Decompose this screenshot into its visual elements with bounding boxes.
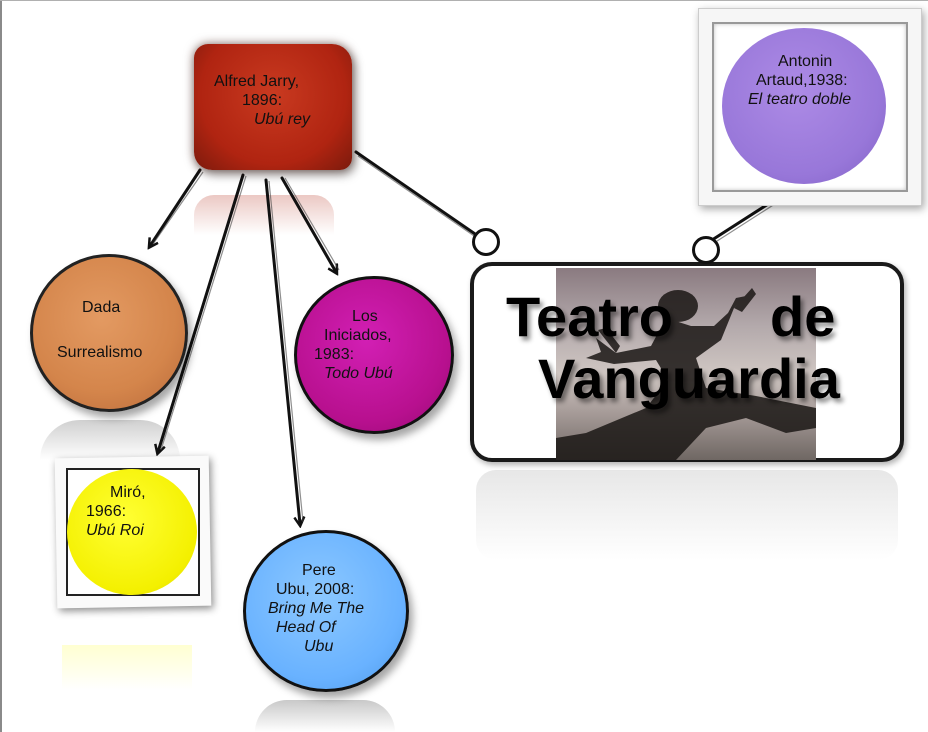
- jarry-line-1: Alfred Jarry,: [214, 73, 300, 90]
- pere-line-2: Ubu, 2008:: [276, 581, 355, 598]
- iniciados-label: Los Iniciados, 1983: Todo Ubú: [314, 307, 393, 383]
- jarry-reflection: [194, 195, 334, 235]
- dada-reflection: [40, 420, 180, 460]
- iniciados-line-italic: Todo Ubú: [324, 365, 393, 382]
- pere-italic-3: Ubu: [304, 638, 334, 655]
- pere-italic-1: Bring Me The: [268, 600, 365, 617]
- ring-connector-icon[interactable]: [472, 228, 500, 256]
- node-miro[interactable]: [67, 469, 197, 595]
- main-title-word-1: Teatro: [506, 285, 673, 348]
- artaud-line-1: Antonin: [778, 53, 833, 70]
- pere-line-1: Pere: [302, 562, 336, 579]
- dada-label: Dada: [82, 299, 121, 316]
- miro-reflection: [62, 645, 192, 690]
- node-dada-surrealismo[interactable]: [30, 254, 188, 412]
- node-los-iniciados[interactable]: [294, 276, 454, 434]
- jarry-line-2: 1896:: [242, 92, 283, 109]
- link-jarry-dada: [150, 168, 202, 246]
- jarry-label: Alfred Jarry, 1896: Ubú rey: [214, 72, 334, 129]
- miro-label: Miró, 1966: Ubú Roi: [86, 483, 146, 540]
- iniciados-line-3: 1983:: [314, 346, 355, 363]
- surrealismo-label: Surrealismo: [57, 344, 143, 361]
- miro-line-italic: Ubú Roi: [86, 522, 144, 539]
- artaud-line-2: Artaud,1938:: [756, 72, 848, 89]
- artaud-line-italic: El teatro doble: [748, 91, 852, 108]
- miro-line-2: 1966:: [86, 503, 127, 520]
- iniciados-line-1: Los: [352, 308, 378, 325]
- page-top-edge: [0, 0, 928, 1]
- main-node-reflection: [476, 470, 898, 560]
- pere-label: Pere Ubu, 2008: Bring Me The Head Of Ubu: [268, 561, 364, 656]
- iniciados-line-2: Iniciados,: [324, 327, 392, 344]
- node-alfred-jarry[interactable]: [194, 44, 352, 170]
- pere-italic-2: Head Of: [276, 619, 336, 636]
- miro-line-1: Miró,: [110, 484, 146, 501]
- main-title-word-3: Vanguardia: [538, 347, 840, 410]
- jarry-line-italic: Ubú rey: [254, 111, 311, 128]
- node-pere-ubu[interactable]: [243, 530, 409, 692]
- artaud-label: Antonin Artaud,1938: El teatro doble: [748, 52, 851, 109]
- link-jarry-main: [354, 150, 480, 238]
- node-antonin-artaud[interactable]: [722, 28, 886, 184]
- pere-reflection: [255, 700, 395, 732]
- ring-connector-icon[interactable]: [692, 236, 720, 264]
- dancer-silhouette-photo: [556, 268, 816, 460]
- page-left-edge: [0, 0, 2, 732]
- main-title-word-2: de: [770, 285, 836, 348]
